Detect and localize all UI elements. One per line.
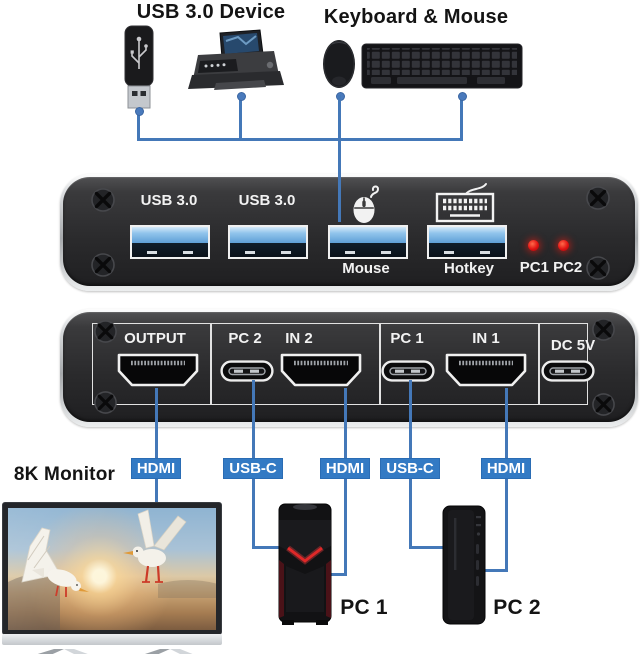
cable-label-hdmi-in2: HDMI: [320, 458, 370, 479]
output-port-label: OUTPUT: [124, 330, 186, 347]
keyboard-hotkey-icon: [434, 182, 496, 229]
pc1-port-label: PC 1: [390, 330, 424, 347]
usb3-port-icon: [427, 225, 507, 259]
cable-pc1-usbc-elbow: [409, 546, 444, 549]
usbc-port-dc5v-icon: [541, 360, 595, 387]
cable-in2-hdmi-elbow: [331, 573, 347, 576]
usb3-port-2-label: USB 3.0: [238, 192, 296, 209]
node-usb-drive: [135, 107, 144, 116]
led-indicator-pc1: [528, 240, 539, 251]
usb-flash-drive-icon: [122, 25, 156, 114]
in2-port-label: IN 2: [285, 330, 313, 347]
cable-label-hdmi-in1: HDMI: [481, 458, 531, 479]
cable-bus-top: [137, 138, 463, 141]
usb3-port-icon: [228, 225, 308, 259]
keyboard-mouse-label: Keyboard & Mouse: [323, 6, 509, 28]
pc2-tower-icon: [440, 504, 488, 632]
seagulls-image: [8, 509, 216, 630]
pc2-label: PC 2: [493, 596, 541, 619]
usb3-port-1-label: USB 3.0: [140, 192, 198, 209]
monitor-feet: [2, 645, 222, 654]
node-keyboard: [458, 92, 467, 101]
cable-printer: [239, 95, 242, 141]
mouse-device-icon: [320, 38, 358, 95]
hotkey-port-label: Hotkey: [443, 260, 495, 277]
cable-in1-hdmi: [505, 388, 508, 572]
cable-label-usbc-pc2: USB-C: [223, 458, 283, 479]
screw-icon: [591, 317, 616, 347]
led-indicator-pc2: [558, 240, 569, 251]
usbc-port-pc1-icon: [381, 360, 435, 387]
pc1-tower-icon: [274, 500, 336, 633]
monitor-screen: [8, 508, 216, 630]
usbc-port-pc2-icon: [220, 360, 274, 387]
screw-icon: [90, 187, 116, 218]
screw-icon: [93, 390, 118, 420]
pc2-port-label: PC 2: [228, 330, 262, 347]
usb3-port-icon: [328, 225, 408, 259]
monitor-stand-base: [2, 634, 222, 645]
usb-device-label: USB 3.0 Device: [136, 1, 286, 23]
screw-icon: [591, 392, 616, 422]
hdmi-port-output-icon: [116, 352, 200, 395]
cable-keyboard: [460, 95, 463, 141]
mouse-port-label: Mouse: [342, 260, 390, 277]
pc1-label: PC 1: [340, 596, 388, 619]
usb3-port-icon: [130, 225, 210, 259]
screw-icon: [585, 255, 611, 286]
cable-in2-hdmi: [344, 388, 347, 576]
cable-usb-drive: [137, 110, 140, 141]
in1-port-label: IN 1: [472, 330, 500, 347]
led-labels: PC1 PC2: [519, 259, 583, 276]
monitor-8k: [2, 502, 222, 635]
cable-pc2-usbc-elbow: [252, 546, 279, 549]
dc5v-port-label: DC 5V: [550, 337, 596, 354]
mouse-port-icon: [349, 184, 387, 229]
screw-icon: [90, 252, 116, 283]
hdmi-port-in2-icon: [279, 352, 363, 395]
printer-icon: [186, 27, 286, 102]
monitor-label: 8K Monitor: [13, 464, 116, 485]
cable-label-hdmi-output: HDMI: [131, 458, 181, 479]
screw-icon: [93, 319, 118, 349]
cable-in1-hdmi-elbow: [484, 569, 508, 572]
screen-glare: [8, 508, 216, 630]
frame-divider: [538, 323, 540, 405]
frame-divider: [379, 323, 381, 405]
cable-label-usbc-pc1: USB-C: [380, 458, 440, 479]
frame-divider: [210, 323, 212, 405]
cable-output-hdmi: [155, 388, 158, 503]
keyboard-device-icon: [361, 42, 523, 95]
node-printer: [237, 92, 246, 101]
screw-icon: [585, 185, 611, 216]
cable-mouse-drop: [338, 95, 341, 222]
hdmi-port-in1-icon: [444, 352, 528, 395]
